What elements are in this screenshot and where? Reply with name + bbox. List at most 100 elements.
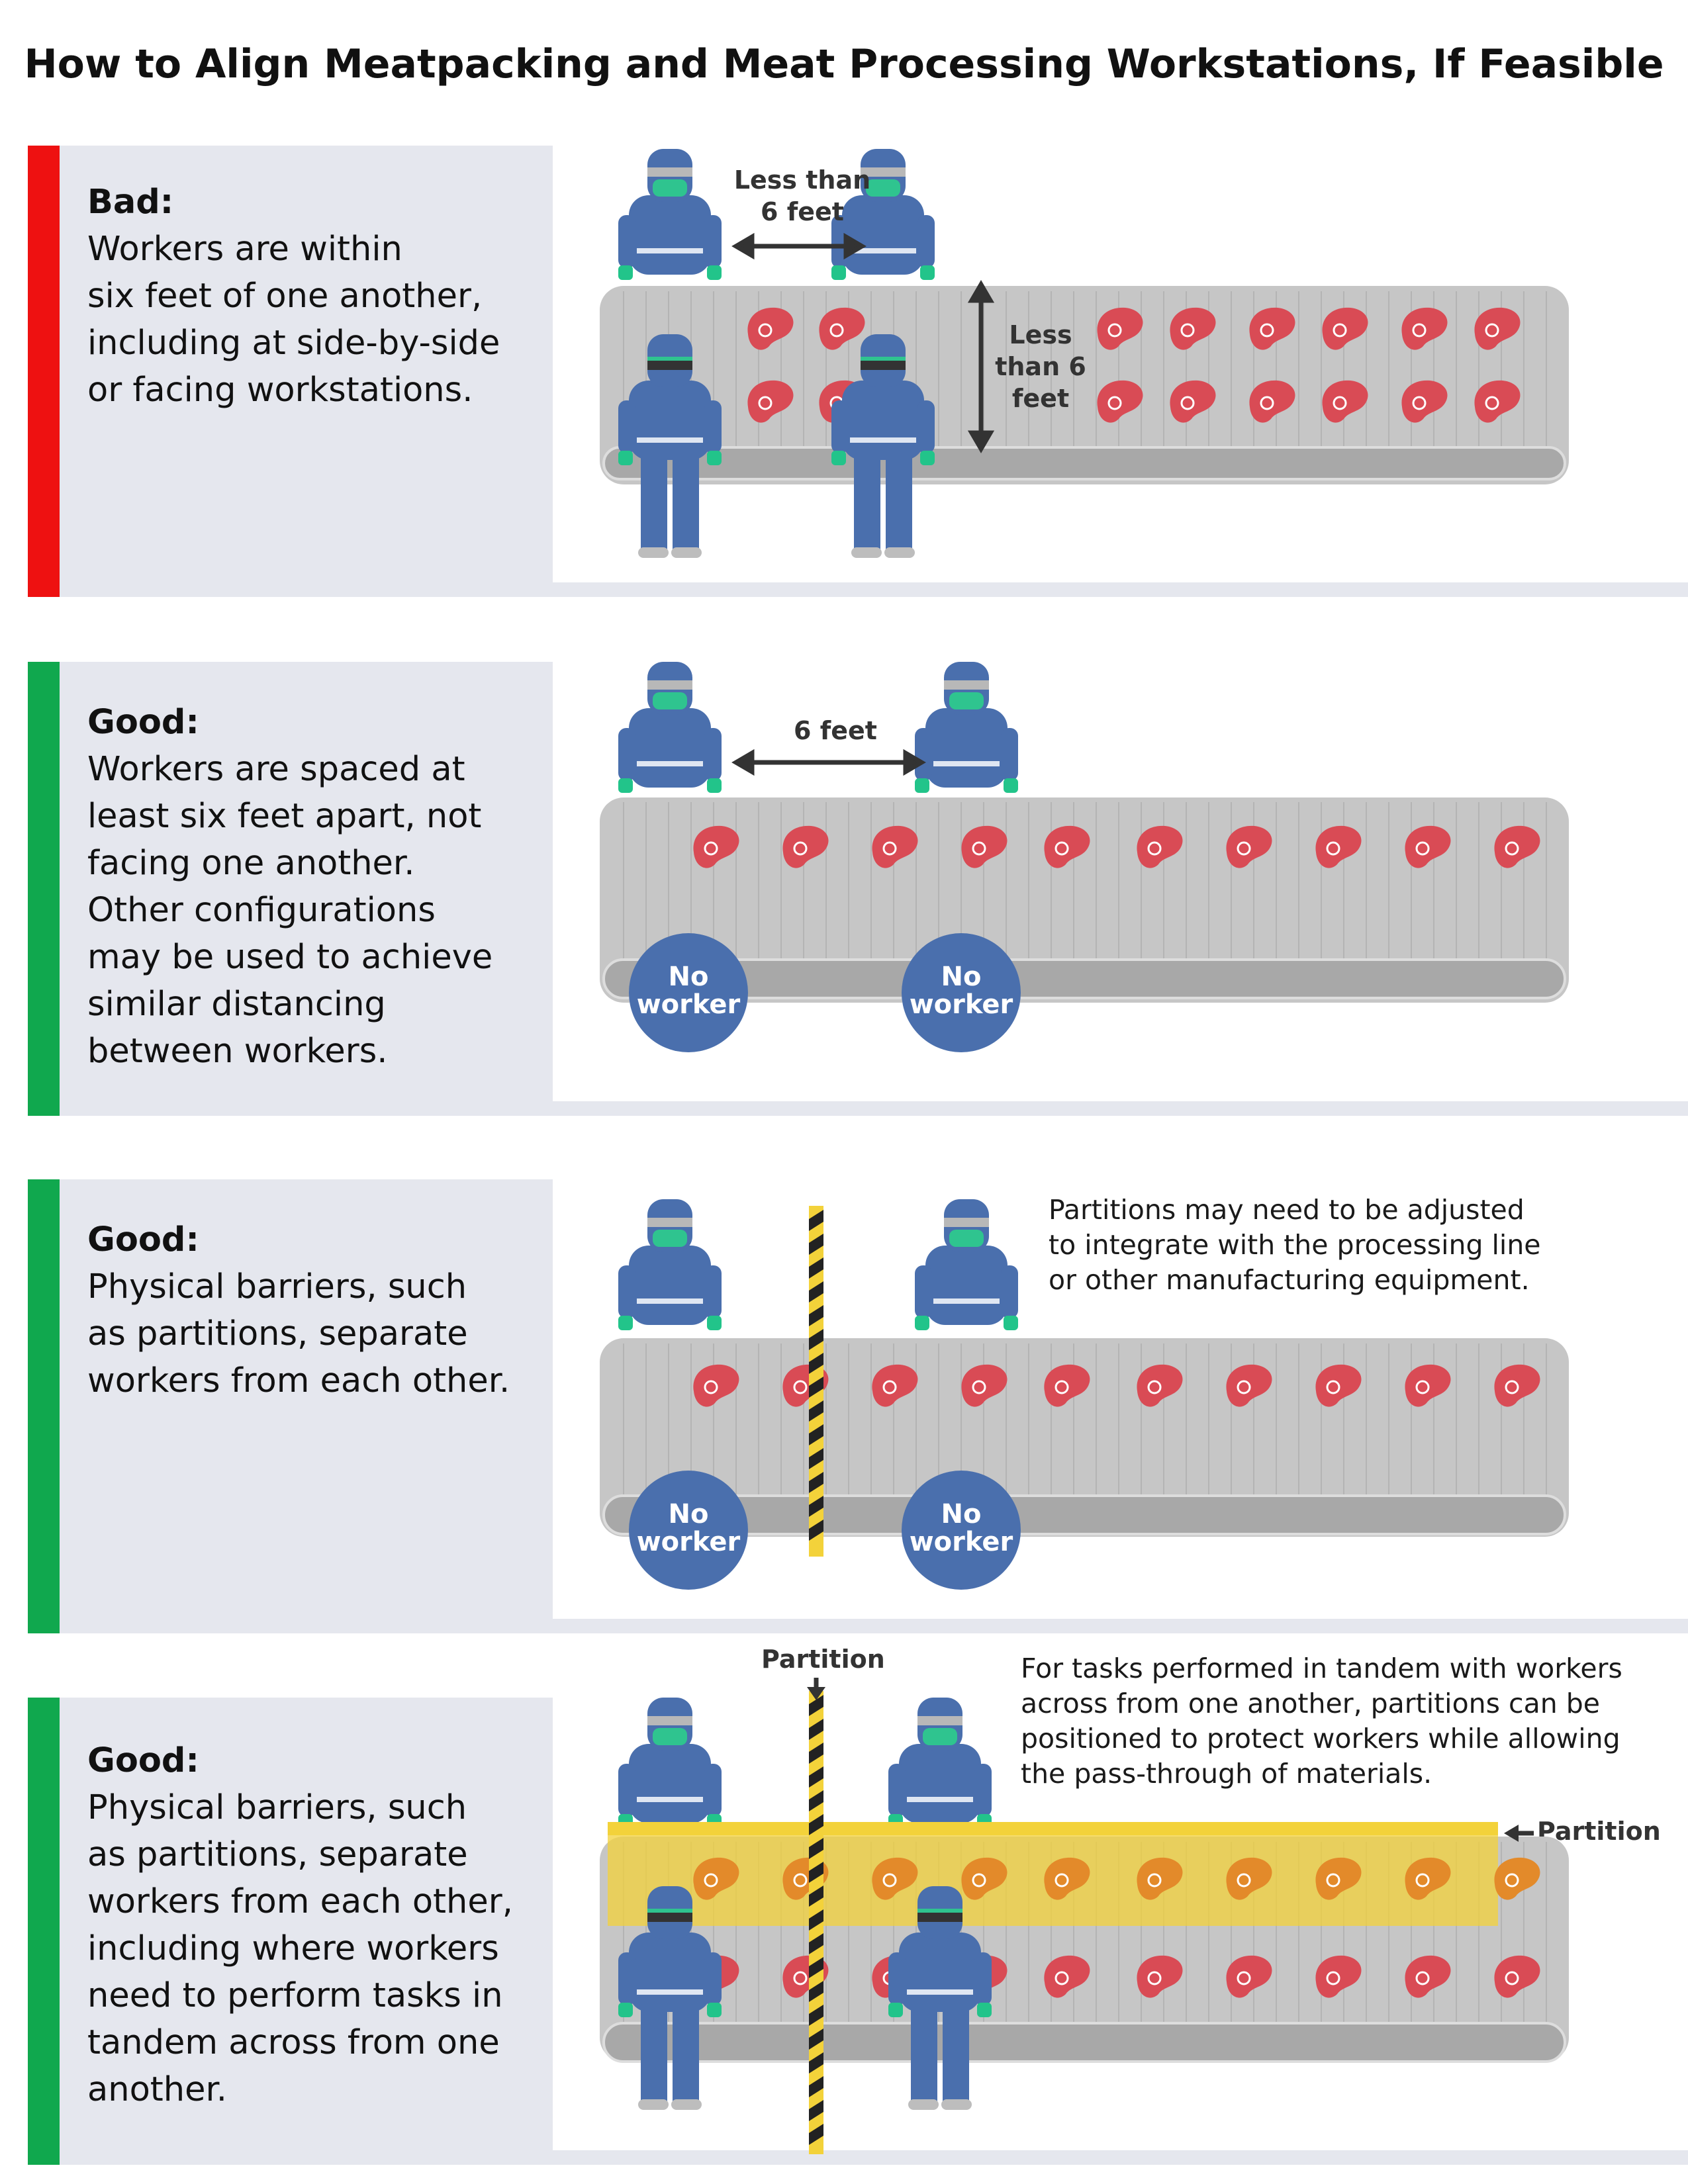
meat-piece	[1044, 1955, 1090, 1998]
worker-behind	[618, 1698, 722, 1829]
meat-piece	[1249, 380, 1295, 423]
meat-pieces	[693, 825, 1540, 868]
measure-line: than 6	[995, 352, 1086, 381]
text-box	[60, 146, 553, 597]
meat-piece	[1401, 307, 1448, 350]
tandem-illustration	[600, 1678, 1569, 2154]
no-worker-line: worker	[636, 989, 741, 1020]
meat-piece	[1226, 1364, 1272, 1407]
partition-arrow-left	[1504, 1825, 1534, 1842]
measure-line: feet	[1011, 384, 1070, 413]
body-line: tandem across from one	[87, 2023, 500, 2062]
text-box	[60, 662, 553, 1116]
measure-line: Less	[1009, 320, 1072, 349]
meat-piece	[1097, 307, 1143, 350]
no-worker-line: No	[941, 1499, 982, 1529]
body-line: six feet of one another,	[87, 277, 483, 316]
body-line: or facing workstations.	[87, 371, 473, 410]
meat-piece	[1405, 1955, 1451, 1998]
panel-bad: Bad: Workers are within six feet of one …	[28, 146, 1688, 597]
no-worker-line: No	[941, 962, 982, 992]
panel-heading: Good:	[87, 1741, 199, 1780]
panel-description: Good: Workers are spaced at least six fe…	[87, 699, 544, 1075]
status-bar-good	[28, 1698, 60, 2165]
meat-piece	[1226, 825, 1272, 868]
meat-piece	[1405, 825, 1451, 868]
no-worker-line: No	[668, 1499, 709, 1529]
body-line: another.	[87, 2070, 227, 2109]
partition-arrow-down	[807, 1678, 825, 1700]
meat-piece	[1170, 380, 1216, 423]
meat-piece	[1044, 1364, 1090, 1407]
tandem-note: For tasks performed in tandem with worke…	[1021, 1651, 1683, 1792]
no-worker-label: No worker	[629, 963, 748, 1019]
meat-piece	[1137, 1857, 1183, 1900]
note-line: to integrate with the processing line	[1049, 1229, 1541, 1261]
measure-label-top: Less than 6 feet	[726, 164, 878, 228]
striped-partition	[809, 1206, 823, 1557]
worker-front	[618, 1886, 722, 2110]
no-worker-label: No worker	[629, 1500, 748, 1556]
measure-label-top: 6 feet	[794, 716, 877, 745]
transparent-partition-edge	[608, 1822, 1498, 1835]
page-title: How to Align Meatpacking and Meat Proces…	[24, 41, 1664, 87]
meat-piece	[872, 825, 918, 868]
panel-description: Good: Physical barriers, such as partiti…	[87, 1737, 544, 2113]
no-worker-label: No worker	[902, 963, 1021, 1019]
panel-description: Good: Physical barriers, such as partiti…	[87, 1216, 544, 1404]
meat-piece	[1322, 380, 1368, 423]
meat-piece	[1170, 307, 1216, 350]
worker-behind	[915, 662, 1018, 793]
meat-piece	[1405, 1857, 1451, 1900]
meat-piece	[1494, 1955, 1540, 1998]
worker-front	[831, 334, 935, 558]
panel-good-spacing: Good: Workers are spaced at least six fe…	[28, 662, 1688, 1116]
panel-description: Bad: Workers are within six feet of one …	[87, 179, 544, 414]
body-line: Physical barriers, such	[87, 1267, 467, 1306]
meat-piece	[1044, 1857, 1090, 1900]
meat-piece	[1494, 825, 1540, 868]
body-line: including at side-by-side	[87, 324, 500, 363]
conveyor-roller	[602, 2022, 1566, 2063]
worker-front	[888, 1886, 992, 2110]
body-line: including where workers	[87, 1929, 499, 1968]
meat-piece	[1137, 1955, 1183, 1998]
meat-piece	[782, 825, 829, 868]
meat-piece	[1474, 380, 1521, 423]
meat-piece	[747, 307, 794, 350]
body-line: need to perform tasks in	[87, 1976, 503, 2015]
worker-behind	[618, 149, 722, 280]
no-worker-line: worker	[909, 1527, 1013, 1557]
meat-piece	[872, 1364, 918, 1407]
panel-good-partition: Good: Physical barriers, such as partiti…	[28, 1179, 1688, 1633]
measure-arrow-horizontal	[731, 749, 926, 776]
meat-piece	[1401, 380, 1448, 423]
meat-piece	[1474, 307, 1521, 350]
note-line: Partitions may need to be adjusted	[1049, 1194, 1524, 1226]
body-line: between workers.	[87, 1032, 388, 1071]
body-line: as partitions, separate	[87, 1835, 468, 1874]
body-line: as partitions, separate	[87, 1314, 468, 1353]
meat-piece	[1322, 307, 1368, 350]
measure-line: 6 feet	[761, 197, 844, 226]
text-box	[60, 1179, 553, 1633]
meat-piece	[1137, 825, 1183, 868]
body-line: least six feet apart, not	[87, 797, 482, 836]
body-line: Physical barriers, such	[87, 1788, 467, 1827]
partition-illustration	[600, 1199, 1569, 1590]
meat-piece	[961, 825, 1008, 868]
meat-piece	[1226, 1955, 1272, 1998]
meat-pieces-front	[693, 1857, 1540, 1900]
spacing-illustration	[600, 662, 1569, 1052]
note-line: positioned to protect workers while allo…	[1021, 1723, 1620, 1754]
meat-piece	[747, 380, 794, 423]
panel-bottom-band	[553, 1619, 1688, 1633]
meat-piece	[1226, 1857, 1272, 1900]
meat-piece	[819, 307, 865, 350]
bad-illustration	[600, 149, 1569, 558]
meat-piece	[693, 825, 739, 868]
no-worker-circle	[902, 1471, 1021, 1590]
body-line: Workers are spaced at	[87, 750, 465, 789]
body-line: facing one another.	[87, 844, 415, 883]
meat-piece	[1494, 1364, 1540, 1407]
